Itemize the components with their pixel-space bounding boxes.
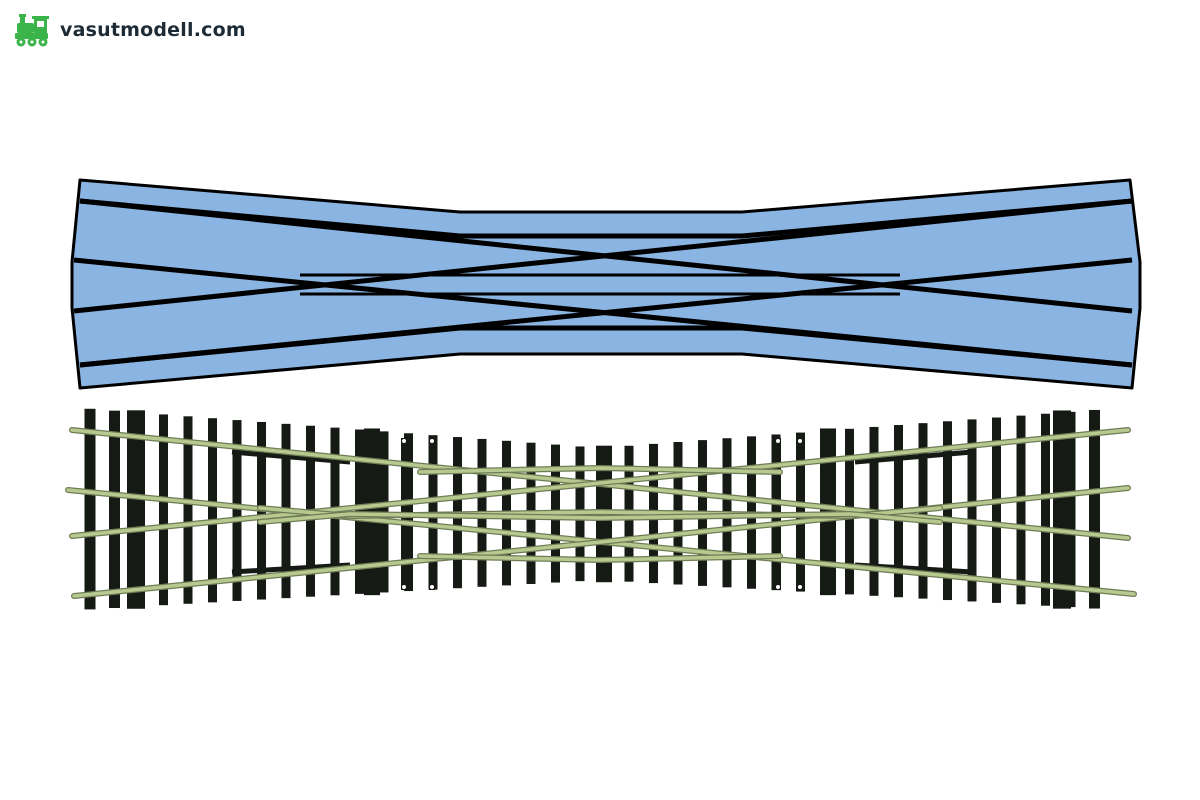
rail [258, 506, 942, 518]
sleeper [84, 408, 96, 610]
bolt [798, 585, 802, 589]
rail [418, 466, 782, 474]
check-rail [854, 449, 973, 465]
plan-line [460, 198, 1133, 239]
locomotive-icon [15, 14, 49, 47]
bolt [430, 439, 434, 443]
check-rail [231, 562, 351, 575]
sleeper [232, 420, 242, 601]
bolt [402, 439, 406, 443]
site-logo[interactable]: vasutmodell.com [12, 12, 246, 48]
plan-body [70, 178, 1142, 390]
sleeper [183, 416, 193, 604]
rails [65, 427, 1137, 599]
rail [72, 486, 1130, 598]
plan-line [79, 325, 1133, 368]
rail [258, 512, 942, 524]
bolt [776, 439, 780, 443]
sleeper [1041, 413, 1050, 606]
sleeper [1016, 415, 1026, 605]
sleeper [967, 419, 977, 602]
sleeper [1053, 410, 1071, 609]
bolt [430, 585, 434, 589]
sleeper [1089, 409, 1100, 609]
plan-line [79, 198, 461, 239]
site-name: vasutmodell.com [60, 19, 246, 41]
sleeper [208, 418, 217, 603]
bolt [402, 585, 406, 589]
bolt [776, 585, 780, 589]
rail [418, 554, 782, 562]
rail [70, 428, 1130, 538]
bolt [798, 439, 802, 443]
sleeper [943, 421, 952, 601]
sleeper [992, 417, 1001, 603]
sleeper [127, 410, 145, 609]
sleeper [109, 410, 120, 609]
sleeper [159, 414, 168, 606]
check-rail [231, 449, 351, 465]
